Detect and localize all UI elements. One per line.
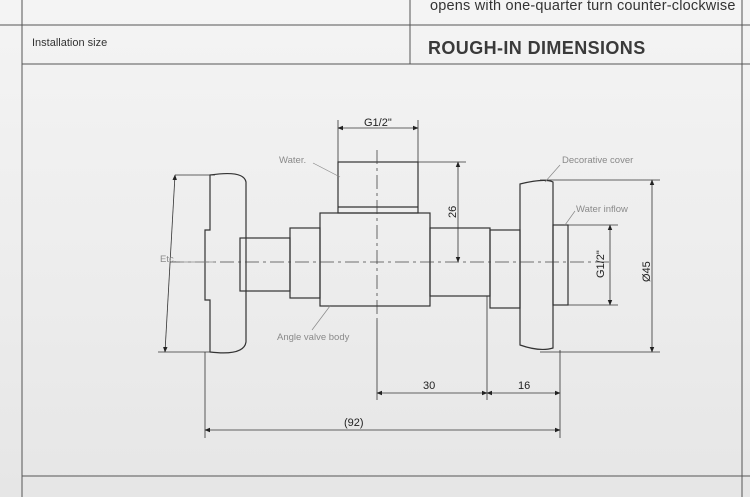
instruction-text: opens with one-quarter turn counter-cloc… <box>430 0 736 14</box>
dim-outlet-height: 26 <box>447 206 459 218</box>
callout-decorative-cover: Decorative cover <box>562 155 633 166</box>
dim-overall-length: (92) <box>344 417 364 429</box>
section-label: Installation size <box>32 37 108 49</box>
callout-water-inflow: Water inflow <box>576 204 628 215</box>
dim-cover-diameter: Ø45 <box>641 261 653 282</box>
cover-flange <box>552 224 569 306</box>
dim-cover-depth: 16 <box>518 380 530 392</box>
decorative-cover <box>519 179 554 351</box>
callout-angle-valve-body: Angle valve body <box>277 332 350 343</box>
dimension-lines <box>158 120 660 438</box>
dim-outlet-thread: G1/2" <box>364 117 392 129</box>
center-lines <box>170 150 610 320</box>
valve-outline <box>204 161 569 354</box>
handle-shape <box>204 172 247 354</box>
callout-etc: Etc. <box>160 254 176 265</box>
dim-inlet-thread: G1/2" <box>595 250 607 278</box>
outlet-nut <box>337 161 419 214</box>
leader-lines <box>180 162 576 331</box>
handle-hub <box>239 237 291 292</box>
stem-collar <box>289 227 321 299</box>
dim-body-to-cover: 30 <box>423 380 435 392</box>
page-title: ROUGH-IN DIMENSIONS <box>428 38 646 58</box>
callout-water: Water. <box>279 155 306 166</box>
valve-body <box>319 212 431 307</box>
inlet-thread <box>489 229 521 309</box>
